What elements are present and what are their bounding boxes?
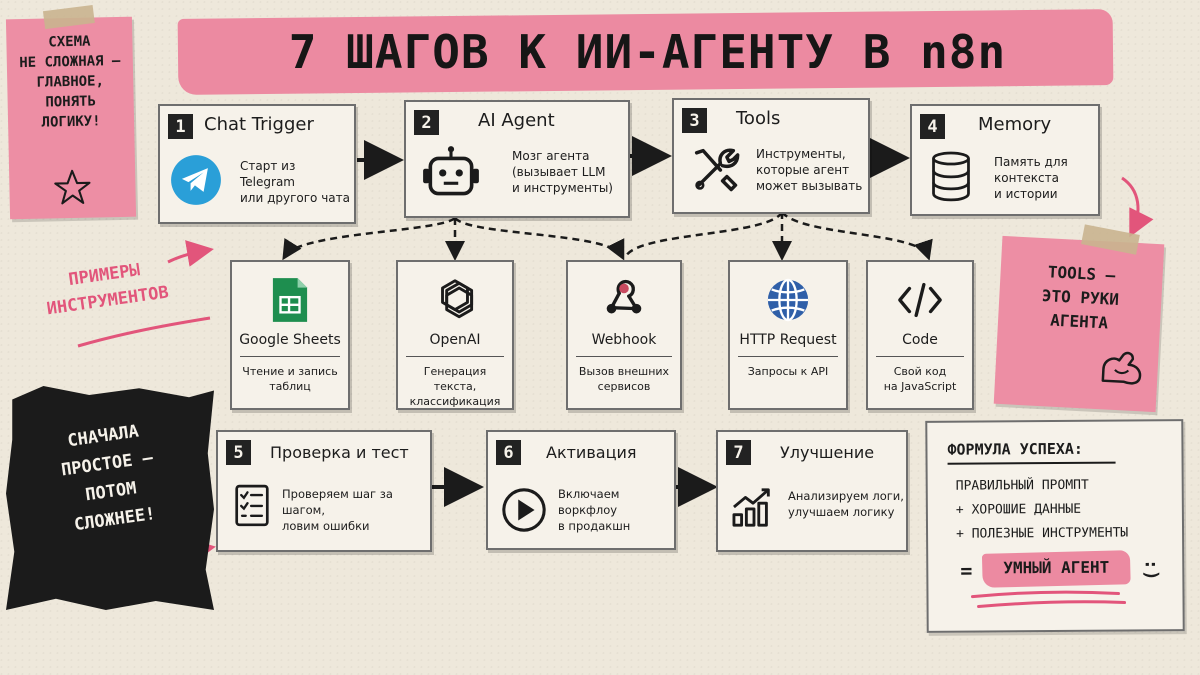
step-title: Проверка и тест <box>270 443 409 462</box>
step-desc: Мозг агента (вызывает LLM и инструменты) <box>512 149 613 195</box>
divider <box>406 356 504 357</box>
dash-agent-webhook <box>454 217 625 261</box>
google-sheets-icon <box>272 278 308 322</box>
step-card-improvement[interactable]: 7 Улучшение Анализируем логи, улучшаем л… <box>716 430 908 552</box>
pink-arrow-memory <box>1121 176 1154 238</box>
note-tools: TOOLS – ЭТО РУКИ АГЕНТА <box>993 224 1165 413</box>
tool-card-code[interactable]: Code Свой код на JavaScript <box>866 260 974 410</box>
note-tools-text: TOOLS – ЭТО РУКИ АГЕНТА <box>1041 262 1120 333</box>
title-brand: n8n <box>920 25 1007 79</box>
tool-desc: Запросы к API <box>747 365 829 378</box>
database-icon <box>932 151 970 202</box>
formula-result: УМНЫЙ АГЕНТ <box>1003 557 1110 578</box>
tool-name: Code <box>902 332 938 348</box>
openai-icon <box>441 279 474 319</box>
step-desc: Старт из Telegram или другого чата <box>240 159 350 205</box>
step-card-memory[interactable]: 4 Memory Память для контекста и истории <box>910 104 1100 216</box>
telegram-icon <box>171 155 221 205</box>
note-top-left: СХЕМА НЕ СЛОЖНАЯ – ГЛАВНОЕ, ПОНЯТЬ ЛОГИК… <box>5 4 137 220</box>
step-title: Chat Trigger <box>204 114 314 135</box>
smile-icon: :) <box>1140 558 1162 581</box>
step-number: 3 <box>682 108 707 133</box>
formula-underline <box>970 590 1127 609</box>
checklist-icon <box>235 484 269 527</box>
title-prefix: 7 ШАГОВ <box>288 25 490 79</box>
divider <box>576 356 672 357</box>
page-title: 7 ШАГОВ К ИИ-АГЕНТУ В n8n <box>190 14 1105 90</box>
step-card-test[interactable]: 5 Проверка и тест Проверяем шаг за шагом… <box>216 430 432 552</box>
tape <box>1081 224 1140 255</box>
formula-heading-underline <box>947 461 1116 465</box>
tool-desc: Свой код на JavaScript <box>883 365 957 393</box>
formula-line-1: ПРАВИЛЬНЫЙ ПРОМПТ <box>955 477 1089 494</box>
step-card-ai-agent[interactable]: 2 AI Agent Мозг агента (вызывает LLM и и… <box>404 100 630 218</box>
step-desc: Память для контекста и истории <box>994 155 1068 201</box>
play-icon <box>502 488 546 532</box>
dash-tools-webhook <box>624 211 784 257</box>
divider <box>876 356 964 357</box>
code-icon <box>898 282 942 318</box>
note-black: СНАЧАЛА ПРОСТОЕ – ПОТОМ СЛОЖНЕЕ! <box>6 386 214 610</box>
formula-box: ФОРМУЛА УСПЕХА: ПРАВИЛЬНЫЙ ПРОМПТ + ХОРО… <box>925 419 1185 633</box>
step-number: 7 <box>726 440 751 465</box>
title-middle: К ИИ-АГЕНТУ В <box>489 25 921 79</box>
muscle-arm-icon <box>1101 351 1142 385</box>
formula-line-3: + ПОЛЕЗНЫЕ ИНСТРУМЕНТЫ <box>956 525 1129 542</box>
tool-desc: Чтение и запись таблиц <box>242 365 338 393</box>
tool-name: HTTP Request <box>739 332 837 348</box>
step-card-chat-trigger[interactable]: 1 Chat Trigger Старт из Telegram или дру… <box>158 104 356 224</box>
step-card-tools[interactable]: 3 Tools Инструменты, которые агент может… <box>672 98 870 214</box>
webhook-icon <box>606 279 642 314</box>
tool-card-openai[interactable]: OpenAI Генерация текста, классификация <box>396 260 514 410</box>
tool-card-http-request[interactable]: HTTP Request Запросы к API <box>728 260 848 410</box>
tool-name: OpenAI <box>429 332 481 348</box>
step-number: 4 <box>920 114 945 139</box>
wrench-screwdriver-icon <box>694 148 740 192</box>
step-title: Активация <box>546 443 637 462</box>
step-desc: Включаем воркфлоу в продакшн <box>558 487 631 533</box>
globe-icon <box>767 278 809 322</box>
examples-label: ПРИМЕРЫ ИНСТРУМЕНТОВ <box>45 260 171 320</box>
divider <box>738 356 838 357</box>
step-number: 1 <box>168 114 193 139</box>
chart-growth-icon <box>732 488 770 527</box>
step-desc: Проверяем шаг за шагом, ловим ошибки <box>282 487 393 533</box>
step-title: AI Agent <box>478 110 555 131</box>
step-desc: Инструменты, которые агент может вызыват… <box>756 147 863 193</box>
formula-equals: = <box>960 558 973 583</box>
step-title: Улучшение <box>780 443 875 462</box>
formula-line-2: + ХОРОШИЕ ДАННЫЕ <box>955 501 1082 518</box>
pink-underline-examples <box>77 316 211 348</box>
step-number: 2 <box>414 110 439 135</box>
dash-tools-code <box>781 211 933 261</box>
tool-name: Webhook <box>591 332 657 348</box>
step-title: Memory <box>978 114 1052 135</box>
robot-icon <box>423 146 479 196</box>
tool-card-google-sheets[interactable]: Google Sheets Чтение и запись таблиц <box>230 260 350 410</box>
star-icon <box>54 169 91 205</box>
step-number: 6 <box>496 440 521 465</box>
tool-desc: Генерация текста, классификация <box>409 365 501 408</box>
divider <box>240 356 340 357</box>
step-desc: Анализируем логи, улучшаем логику <box>788 489 904 519</box>
tool-card-webhook[interactable]: Webhook Вызов внешних сервисов <box>566 260 682 410</box>
step-title: Tools <box>736 108 781 129</box>
step-number: 5 <box>226 440 251 465</box>
note-black-text: СНАЧАЛА ПРОСТОЕ – ПОТОМ СЛОЖНЕЕ! <box>60 421 157 536</box>
tool-desc: Вызов внешних сервисов <box>578 365 670 393</box>
tape <box>42 4 95 30</box>
formula-heading: ФОРМУЛА УСПЕХА: <box>947 439 1083 459</box>
step-card-activation[interactable]: 6 Активация Включаем воркфлоу в продакшн <box>486 430 676 550</box>
note-top-left-text: СХЕМА НЕ СЛОЖНАЯ – ГЛАВНОЕ, ПОНЯТЬ ЛОГИК… <box>19 33 121 131</box>
tool-name: Google Sheets <box>239 332 341 348</box>
